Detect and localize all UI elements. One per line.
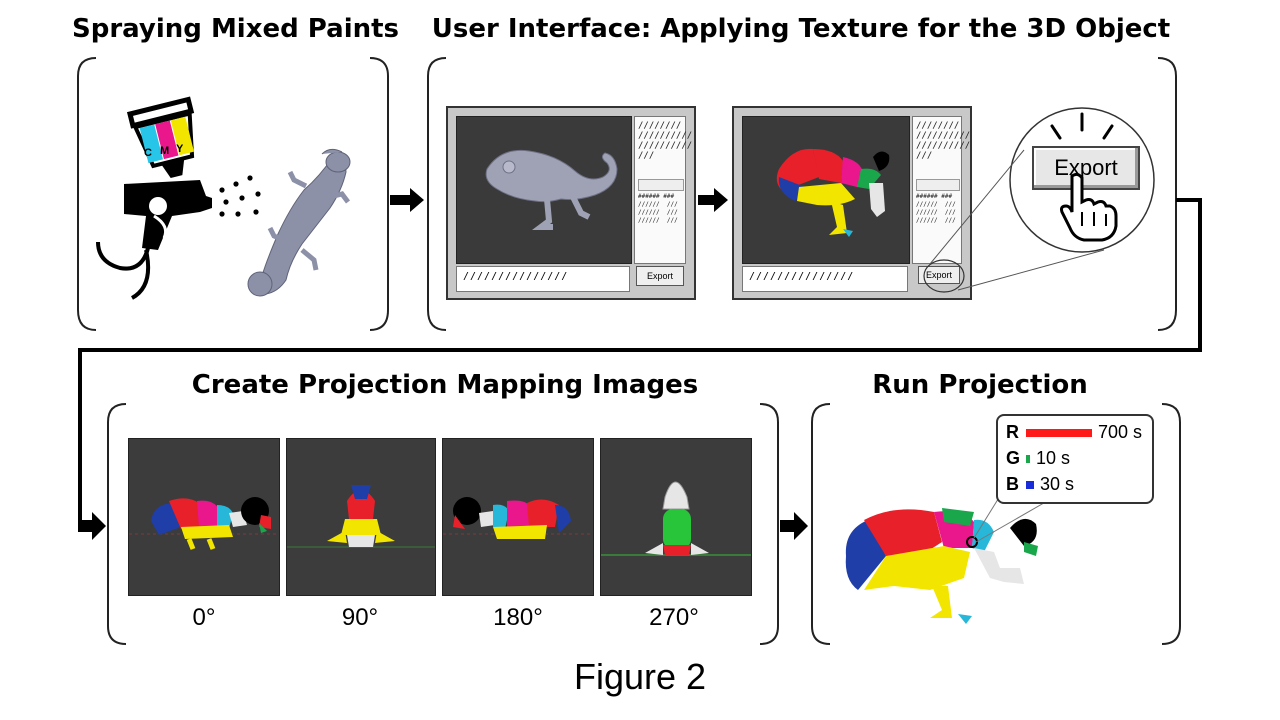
legend-bar-g (1026, 454, 1030, 463)
legend-value-r: 700 s (1098, 422, 1143, 442)
gray-chameleon-model (485, 149, 618, 230)
arrow-right-2 (698, 188, 728, 212)
zoomed-export-button[interactable]: Export (1032, 146, 1140, 190)
hand-cursor-icon (1060, 172, 1118, 242)
spray-gun-illustration: C M Y (96, 96, 351, 300)
angle-label-180: 180° (493, 604, 543, 631)
angle-label-0: 0° (192, 604, 216, 631)
mini-ui-1-tabs[interactable] (638, 179, 684, 191)
mini-ui-1-side-list: ###### ### ////// /// ////// /// ////// … (638, 193, 678, 224)
mini-ui-window-2: //////// ////////// ////////// /// #####… (732, 106, 972, 300)
painted-chameleon-model (776, 148, 890, 237)
legend-row-g: G 10 s (1006, 448, 1070, 469)
mini-ui-2-tabs[interactable] (916, 179, 960, 191)
cmy-label-c: C (144, 147, 152, 159)
heading-spraying: Spraying Mixed Paints (72, 14, 400, 44)
projected-chameleon (845, 495, 1057, 624)
mini-ui-1-console[interactable]: /////////////// (456, 266, 630, 292)
mini-ui-2-console[interactable]: /////////////// (742, 266, 908, 292)
legend-row-r: R 700 s (1006, 422, 1142, 443)
projection-thumb-180 (442, 438, 594, 596)
figure-caption: Figure 2 (573, 656, 707, 697)
heading-user-interface: User Interface: Applying Texture for the… (431, 14, 1171, 44)
mini-ui-2-sidebar: //////// ////////// ////////// /// #####… (912, 116, 970, 264)
legend-value-g: 10 s (1036, 448, 1071, 468)
mini-ui-1-sidebar: //////// ////////// ////////// /// #####… (634, 116, 692, 264)
mini-ui-window-1: //////// ////////// ////////// /// #####… (446, 106, 696, 300)
legend-channel-g: G (1006, 448, 1021, 468)
mini-ui-1-side-header: //////// ////////// ////////// /// (638, 121, 693, 161)
legend-channel-b: B (1006, 474, 1019, 494)
heading-projection-images: Create Projection Mapping Images (191, 370, 699, 400)
projection-thumb-90 (286, 438, 436, 596)
legend-bar-b (1026, 480, 1034, 489)
mini-ui-1-viewport (456, 116, 632, 264)
arrow-right-3 (78, 512, 106, 540)
legend-bar-r (1026, 428, 1092, 437)
click-burst-icon (1050, 112, 1114, 140)
mini-ui-2-side-header: //////// ////////// ////////// /// (916, 121, 971, 161)
projection-thumb-270 (600, 438, 752, 596)
cmy-label-y: Y (176, 143, 184, 155)
arrow-right-4 (780, 512, 808, 540)
mini-ui-2-viewport (742, 116, 910, 264)
angle-label-90: 90° (341, 604, 379, 631)
projection-thumb-0 (128, 438, 280, 596)
legend-value-b: 30 s (1040, 474, 1075, 494)
heading-run-projection: Run Projection (872, 370, 1088, 400)
mini-ui-1-export-button[interactable]: Export (636, 266, 684, 286)
mini-ui-2-side-list: ###### ### ////// /// ////// /// ////// … (916, 193, 956, 224)
legend-row-b: B 30 s (1006, 474, 1074, 495)
arrow-right-1 (390, 188, 424, 212)
legend-channel-r: R (1006, 422, 1019, 442)
cmy-label-m: M (160, 145, 169, 157)
angle-label-270: 270° (649, 604, 699, 631)
mini-ui-2-export-button[interactable]: Export (918, 266, 960, 284)
exposure-legend: R 700 s G 10 s B 30 s (996, 414, 1154, 504)
